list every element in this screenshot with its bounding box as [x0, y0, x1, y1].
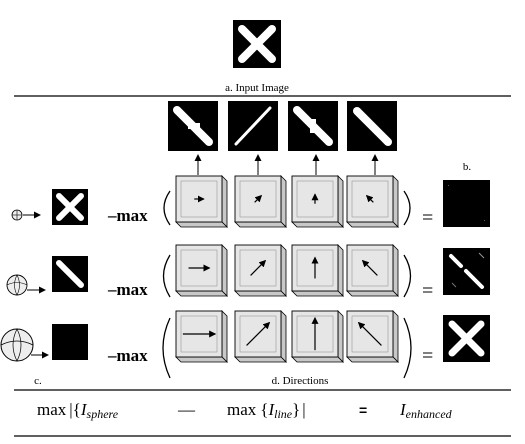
sphere-response-large	[52, 324, 88, 360]
left-paren	[163, 190, 171, 226]
direction-kernels	[175, 175, 399, 363]
svg-text:Ienhanced: Ienhanced	[399, 400, 453, 421]
kernel-cube-large-diagonal-up-left	[346, 310, 399, 363]
kernel-cube-large-diagonal-up-right	[234, 310, 287, 363]
formula-close: |	[302, 400, 305, 419]
line-response-vertical	[288, 101, 338, 151]
formula-line-sub: line	[274, 407, 293, 421]
line-response-diagonal-up-left	[347, 101, 397, 151]
caption-input-image: a. Input Image	[225, 82, 289, 94]
row-small-scale: –max =	[11, 180, 490, 229]
sphere-kernel-small-icon	[11, 209, 23, 221]
left-paren	[162, 254, 171, 298]
direction-arrow-diagonal-up-right	[250, 259, 267, 276]
right-paren	[403, 317, 412, 379]
kernel-cube-small-horizontal	[175, 175, 228, 228]
kernel-cube-medium-horizontal	[175, 244, 228, 297]
formula-minus: —	[177, 400, 196, 419]
kernel-cube-medium-vertical	[291, 244, 344, 297]
line-response-diagonal-up-right	[228, 101, 278, 151]
caption-b: b.	[463, 161, 472, 173]
minus-max-operator: –max	[107, 206, 148, 225]
formula-enhanced-sub: enhanced	[406, 407, 453, 421]
direction-arrow-diagonal-up-right	[254, 194, 263, 203]
direction-arrow-diagonal-up-left	[357, 321, 382, 346]
output-arrows	[194, 154, 379, 175]
enhanced-result-small	[443, 180, 490, 227]
caption-directions: d. Directions	[272, 375, 329, 387]
direction-arrow-diagonal-up-right	[246, 321, 271, 346]
kernel-cube-small-vertical	[291, 175, 344, 228]
formula-max-line: max	[227, 400, 257, 419]
enhanced-result-medium	[443, 248, 490, 295]
formula-equals: =	[359, 402, 367, 418]
minus-max-operator: –max	[107, 346, 148, 365]
svg-text:max|{Isphere: max|{Isphere	[37, 400, 119, 421]
right-paren	[403, 190, 411, 226]
right-paren	[403, 254, 412, 298]
sphere-response-small	[52, 189, 88, 225]
formula-open: |{	[69, 400, 81, 419]
formula-max: max	[37, 400, 67, 419]
sphere-kernel-large-icon	[0, 328, 34, 362]
formula-i-sphere: I	[80, 400, 88, 419]
sphere-kernel-medium-icon	[6, 274, 28, 296]
equals-sign: =	[422, 207, 433, 229]
left-paren	[162, 317, 171, 379]
formula-open-brace: {	[260, 400, 268, 419]
kernel-cube-large-horizontal	[175, 310, 228, 363]
kernel-cube-small-diagonal-up-right	[234, 175, 287, 228]
formula: max|{Isphere — max{Iline}| = Ienhanced	[37, 400, 453, 421]
row-medium-scale: –max =	[6, 248, 490, 302]
formula-sphere-sub: sphere	[87, 407, 119, 421]
formula-close-brace: }	[292, 400, 300, 419]
row-large-scale: –max =	[0, 315, 490, 379]
minus-max-operator: –max	[107, 280, 148, 299]
svg-text:max{Iline}|: max{Iline}|	[227, 400, 306, 421]
kernel-cube-small-diagonal-up-left	[346, 175, 399, 228]
input-image	[233, 20, 281, 68]
equals-sign: =	[422, 345, 433, 367]
direction-arrow-diagonal-up-left	[361, 259, 378, 276]
caption-c: c.	[34, 375, 42, 387]
sphere-response-medium	[52, 256, 88, 292]
line-response-horizontal	[168, 101, 218, 151]
formula-i-enhanced: I	[399, 400, 407, 419]
kernel-cube-medium-diagonal-up-left	[346, 244, 399, 297]
kernel-cube-large-vertical	[291, 310, 344, 363]
equals-sign: =	[422, 280, 433, 302]
kernel-cube-medium-diagonal-up-right	[234, 244, 287, 297]
formula-i-line: I	[267, 400, 275, 419]
enhanced-result-large	[443, 315, 490, 362]
direction-arrow-diagonal-up-left	[365, 194, 374, 203]
